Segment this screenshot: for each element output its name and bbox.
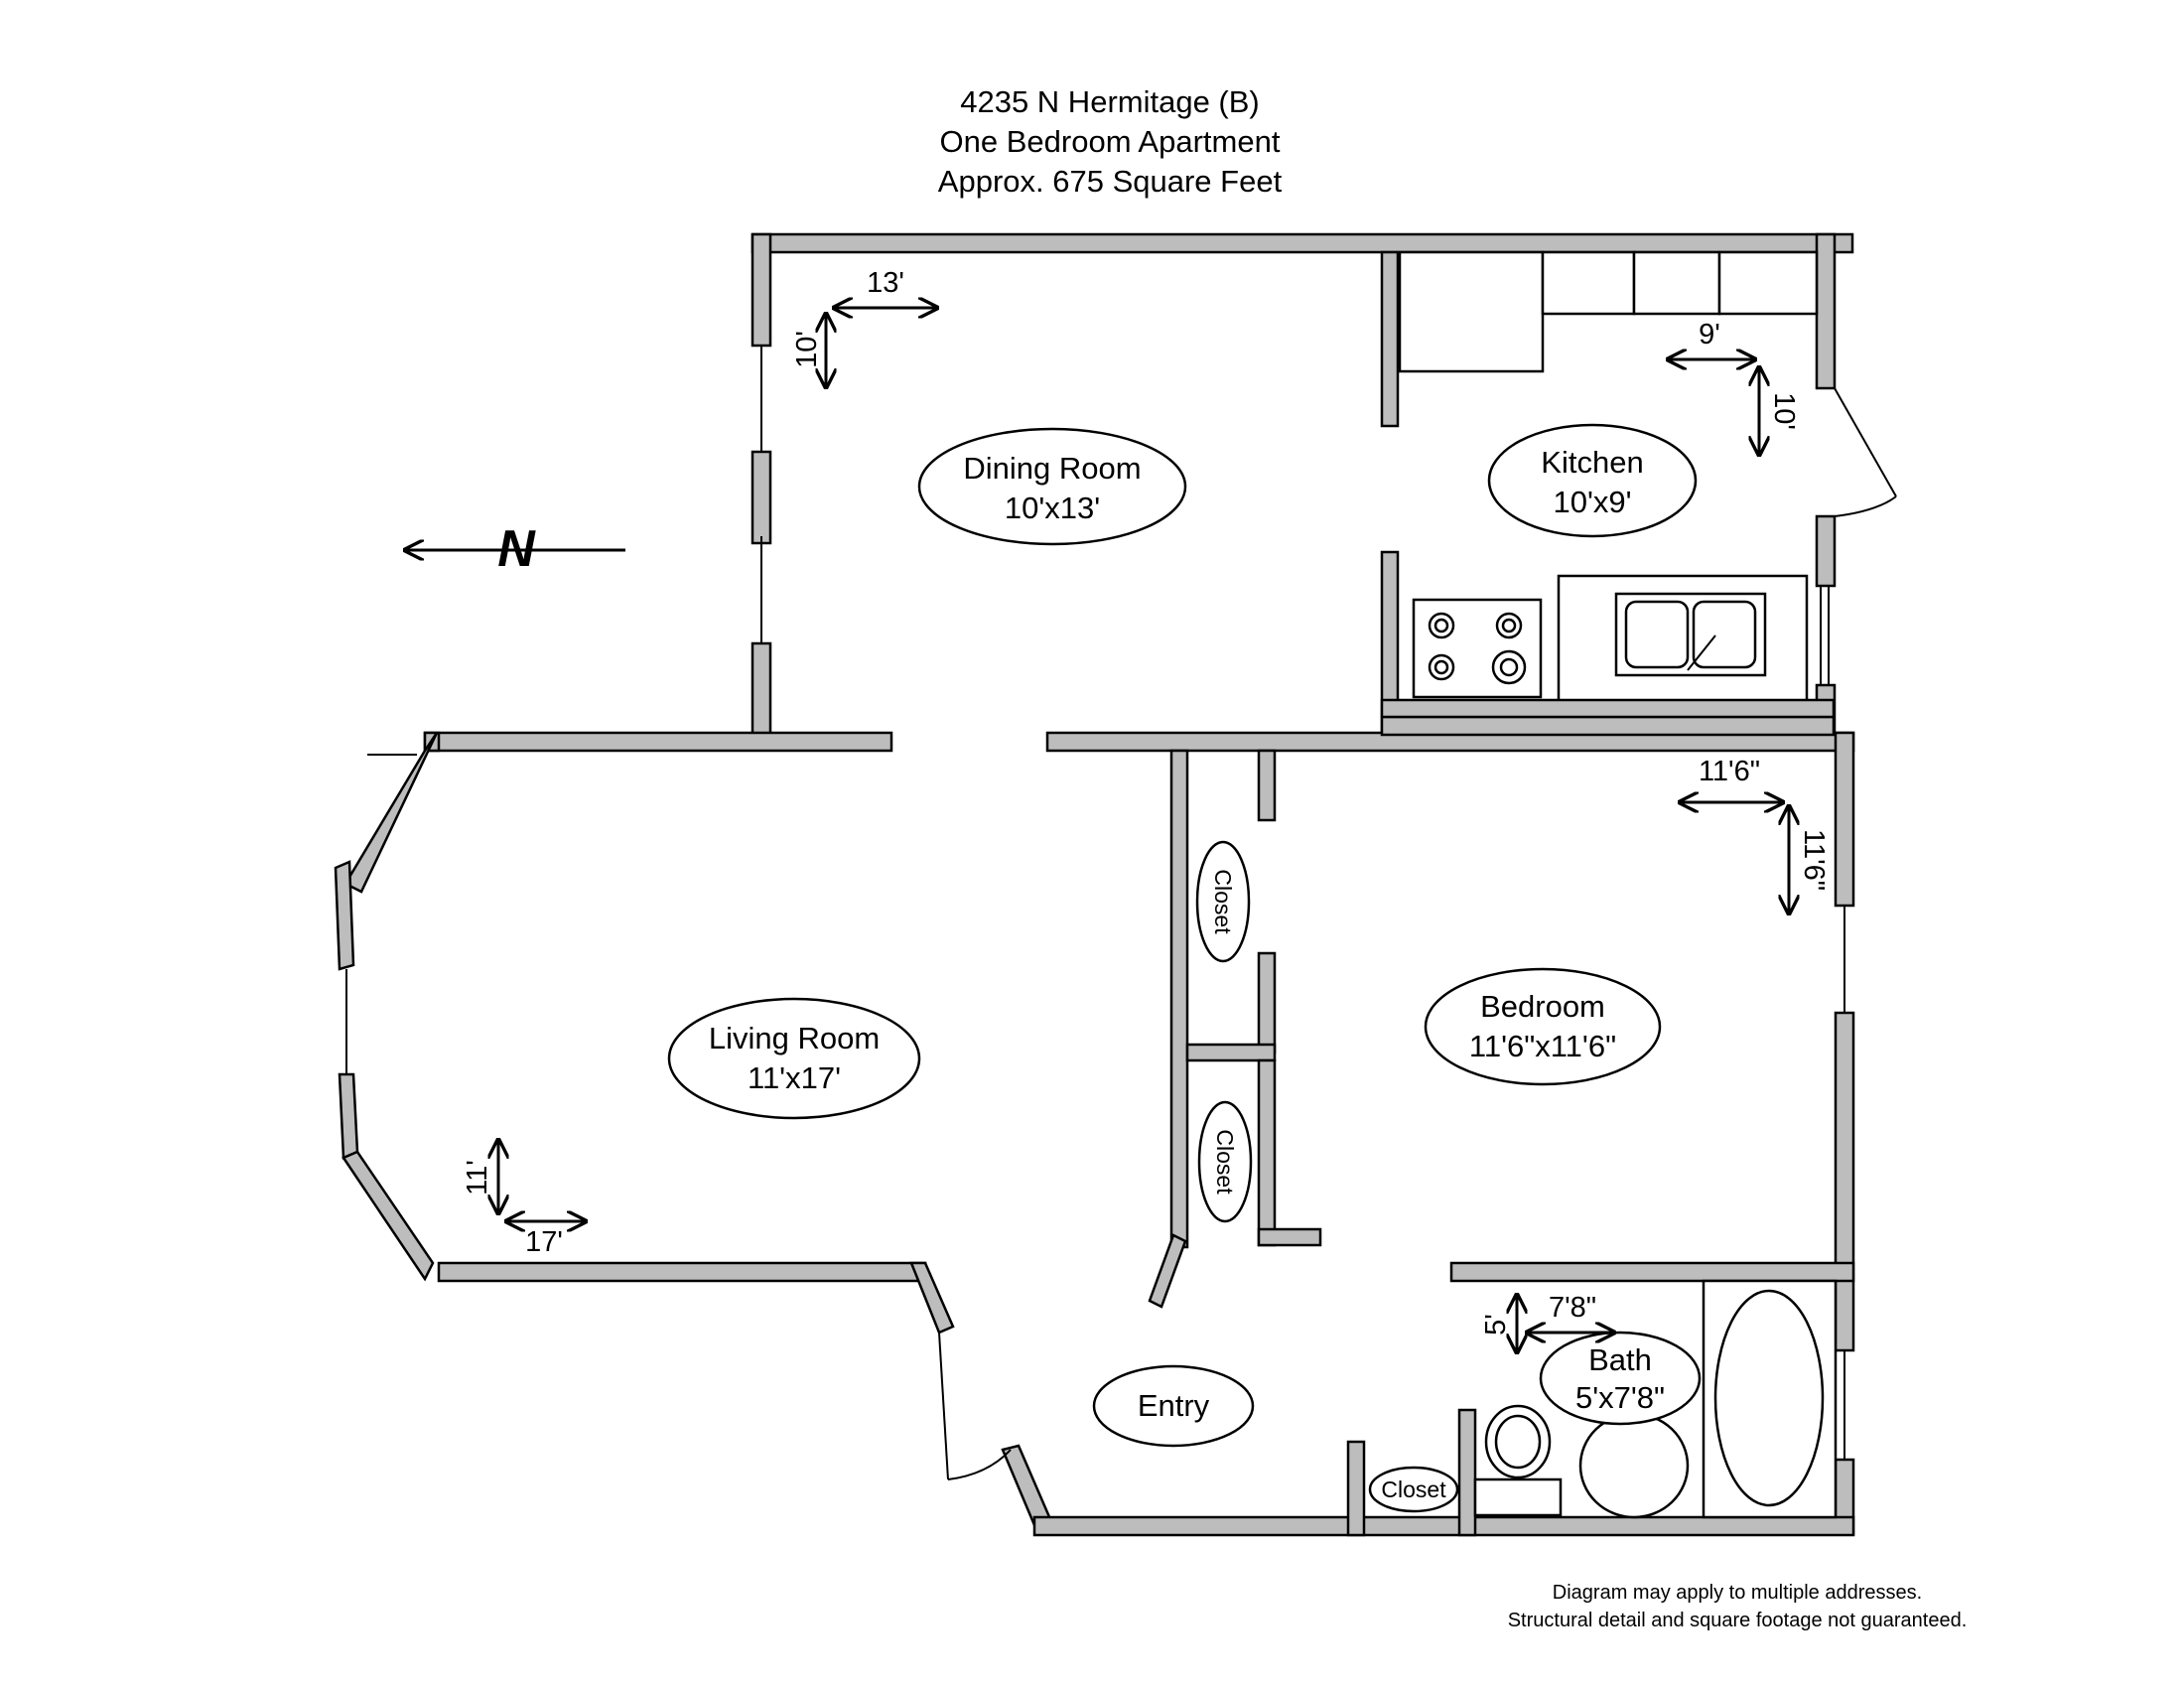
kitchen-sink-icon bbox=[1557, 574, 1809, 707]
bathroom-sink-icon bbox=[1578, 1412, 1690, 1519]
bath-dimensions: 5' 7'8" bbox=[1480, 1292, 1614, 1352]
walls bbox=[334, 232, 1855, 1537]
bedroom-name: Bedroom bbox=[1480, 989, 1605, 1024]
bath-size: 5'x7'8" bbox=[1575, 1380, 1665, 1415]
bedroom-label: Bedroom 11'6"x11'6" bbox=[1424, 967, 1662, 1086]
closet-text-upper: Closet bbox=[1210, 869, 1236, 934]
north-label: N bbox=[497, 520, 536, 578]
stove-icon bbox=[1412, 598, 1543, 699]
disclaimer-line-2: Structural detail and square footage not… bbox=[1508, 1610, 1968, 1631]
disclaimer-line-1: Diagram may apply to multiple addresses. bbox=[1553, 1582, 1922, 1604]
closet-text-bath: Closet bbox=[1381, 1477, 1446, 1502]
living-room-size: 11'x17' bbox=[748, 1060, 841, 1095]
closet-label-bath: Closet bbox=[1368, 1466, 1459, 1513]
address-title: 4235 N Hermitage (B) bbox=[960, 84, 1260, 119]
living-width-dim: 17' bbox=[525, 1226, 563, 1258]
north-arrow: N bbox=[405, 520, 625, 578]
area-title: Approx. 675 Square Feet bbox=[938, 164, 1283, 199]
dining-dimensions: 13' 10' bbox=[791, 267, 937, 387]
kitchen-cabinets bbox=[1398, 250, 1819, 373]
bath-label: Bath 5'x7'8" bbox=[1539, 1331, 1702, 1426]
entry-label: Entry bbox=[1092, 1364, 1255, 1448]
bedroom-height-dim: 11'6" bbox=[1798, 829, 1830, 891]
entry-name: Entry bbox=[1138, 1388, 1210, 1423]
bath-height-dim: 5' bbox=[1480, 1314, 1512, 1336]
closet-label-lower: Closet bbox=[1197, 1100, 1253, 1223]
bedroom-width-dim: 11'6" bbox=[1699, 756, 1760, 787]
bedroom-dimensions: 11'6" 11'6" bbox=[1680, 756, 1830, 914]
kitchen-name: Kitchen bbox=[1541, 445, 1643, 480]
dining-width-dim: 13' bbox=[867, 267, 904, 299]
bath-name: Bath bbox=[1588, 1342, 1652, 1377]
kitchen-label: Kitchen 10'x9' bbox=[1487, 423, 1698, 538]
kitchen-height-dim: 10' bbox=[1768, 392, 1800, 430]
dining-room-name: Dining Room bbox=[963, 451, 1141, 486]
kitchen-counter bbox=[1380, 698, 1836, 719]
living-room-label: Living Room 11'x17' bbox=[667, 997, 921, 1120]
bedroom-size: 11'6"x11'6" bbox=[1469, 1029, 1616, 1063]
doors bbox=[938, 387, 1897, 1480]
kitchen-width-dim: 9' bbox=[1699, 319, 1720, 351]
toilet-icon bbox=[1473, 1404, 1563, 1517]
living-room-name: Living Room bbox=[709, 1021, 880, 1055]
dining-room-label: Dining Room 10'x13' bbox=[917, 427, 1187, 546]
bathtub-icon bbox=[1702, 1279, 1838, 1519]
dining-height-dim: 10' bbox=[791, 331, 823, 368]
living-dimensions: 11' 17' bbox=[462, 1140, 586, 1258]
closet-label-upper: Closet bbox=[1195, 840, 1251, 963]
kitchen-dimensions: 9' 10' bbox=[1668, 319, 1800, 455]
dining-room-size: 10'x13' bbox=[1005, 491, 1100, 525]
windows bbox=[345, 346, 1845, 1460]
closet-text-lower: Closet bbox=[1212, 1129, 1238, 1195]
unit-type-title: One Bedroom Apartment bbox=[940, 124, 1281, 159]
bath-width-dim: 7'8" bbox=[1549, 1292, 1596, 1324]
kitchen-size: 10'x9' bbox=[1553, 485, 1631, 519]
living-height-dim: 11' bbox=[462, 1160, 493, 1196]
